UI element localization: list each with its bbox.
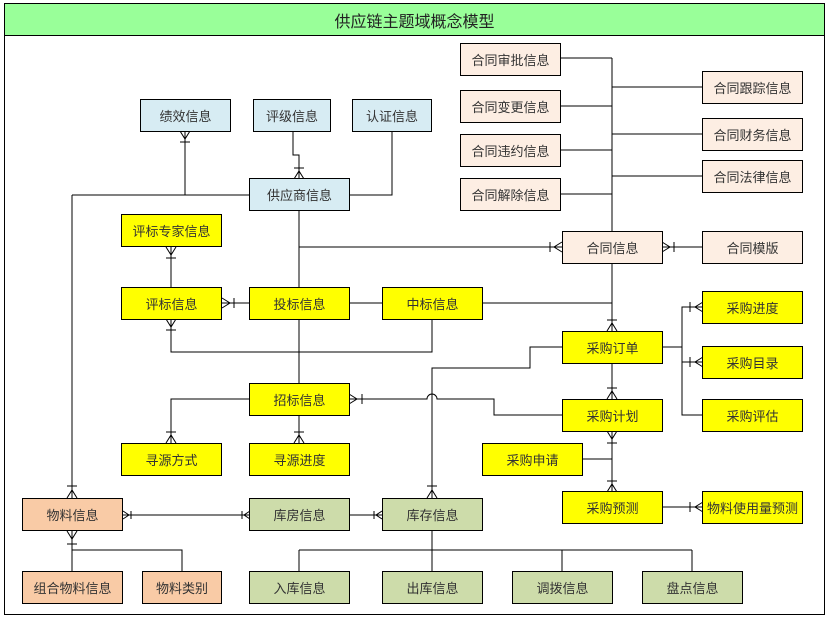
entity-purchase-plan[interactable]: 采购计划 (562, 399, 663, 432)
edge-perf-supplier (72, 131, 250, 196)
marker-order-top (606, 319, 618, 332)
entity-out-stock[interactable]: 出库信息 (382, 571, 483, 604)
entity-supplier[interactable]: 供应商信息 (249, 178, 350, 211)
edge-material-children (71, 531, 183, 571)
marker-material-right (122, 510, 132, 520)
entity-contract-track[interactable]: 合同跟踪信息 (702, 71, 803, 104)
entity-warehouse[interactable]: 库房信息 (249, 498, 350, 531)
edge-stock-children (298, 531, 693, 571)
entity-contract-approve[interactable]: 合同审批信息 (460, 43, 561, 76)
marker-rating (293, 167, 305, 180)
marker-p-progress (689, 301, 704, 313)
marker-eval-bottom (165, 318, 177, 331)
edge-tender-method (170, 398, 249, 443)
marker-material-bottom (66, 530, 78, 545)
entity-award[interactable]: 中标信息 (382, 287, 483, 320)
marker-plan-bottom (606, 430, 618, 444)
marker-expert (165, 246, 177, 259)
entity-cert[interactable]: 认证信息 (352, 99, 432, 132)
marker-usage (689, 501, 704, 513)
entity-expert[interactable]: 评标专家信息 (121, 214, 222, 247)
edge-eval-award (170, 319, 433, 353)
entity-source-progress[interactable]: 寻源进度 (249, 443, 350, 476)
marker-eval-bid (221, 297, 235, 309)
edge-order-stock (431, 346, 562, 498)
entity-material[interactable]: 物料信息 (22, 498, 123, 531)
marker-tender (348, 393, 363, 405)
entity-purchase-progress[interactable]: 采购进度 (702, 291, 803, 324)
entity-rating[interactable]: 评级信息 (253, 99, 331, 132)
marker-p-catalog (689, 356, 704, 368)
marker-method (165, 431, 177, 444)
entity-purchase-assess[interactable]: 采购评估 (702, 399, 803, 432)
marker-material-top (66, 485, 78, 499)
marker-forecast-top (606, 480, 618, 493)
marker-warehouse-left (241, 510, 251, 520)
marker-plan-top (606, 387, 618, 400)
edge-cert-supplier (349, 131, 393, 196)
entity-contract-breach[interactable]: 合同违约信息 (460, 134, 561, 167)
edge-tender-plan (349, 393, 562, 416)
marker-stock-top (426, 485, 438, 499)
entity-contract[interactable]: 合同信息 (562, 231, 663, 264)
entity-evaluation[interactable]: 评标信息 (121, 287, 222, 320)
entity-material-category[interactable]: 物料类别 (142, 571, 222, 604)
crows-foot-markers (66, 130, 704, 545)
marker-progress (293, 431, 305, 444)
entity-purchase-catalog[interactable]: 采购目录 (702, 346, 803, 379)
entity-perf[interactable]: 绩效信息 (140, 99, 231, 132)
marker-contract-right (661, 241, 675, 253)
entity-contract-finance[interactable]: 合同财务信息 (702, 118, 803, 151)
entity-purchase-request[interactable]: 采购申请 (482, 443, 583, 476)
entity-purchase-order[interactable]: 采购订单 (562, 331, 663, 364)
edge-rating-supplier (292, 131, 300, 179)
edge-order-branch (662, 306, 703, 416)
entity-tender[interactable]: 招标信息 (249, 383, 350, 416)
entity-contract-template[interactable]: 合同模版 (702, 231, 803, 264)
entity-in-stock[interactable]: 入库信息 (249, 571, 350, 604)
entity-combo-material[interactable]: 组合物料信息 (22, 571, 123, 604)
entity-bid[interactable]: 投标信息 (249, 287, 350, 320)
entity-inventory-check[interactable]: 盘点信息 (642, 571, 743, 604)
marker-stock-left (373, 510, 383, 520)
entity-purchase-forecast[interactable]: 采购预测 (562, 491, 663, 524)
entity-contract-cancel[interactable]: 合同解除信息 (460, 178, 561, 211)
entity-stock[interactable]: 库存信息 (382, 498, 483, 531)
entity-transfer[interactable]: 调拨信息 (512, 571, 613, 604)
entity-usage-forecast[interactable]: 物料使用量预测 (702, 491, 803, 524)
marker-perf (179, 130, 191, 143)
marker-contract-left (549, 241, 563, 253)
diagram-title: 供应链主题域概念模型 (4, 3, 825, 36)
entity-contract-legal[interactable]: 合同法律信息 (702, 160, 803, 193)
entity-contract-change[interactable]: 合同变更信息 (460, 90, 561, 123)
entity-source-method[interactable]: 寻源方式 (121, 443, 222, 476)
